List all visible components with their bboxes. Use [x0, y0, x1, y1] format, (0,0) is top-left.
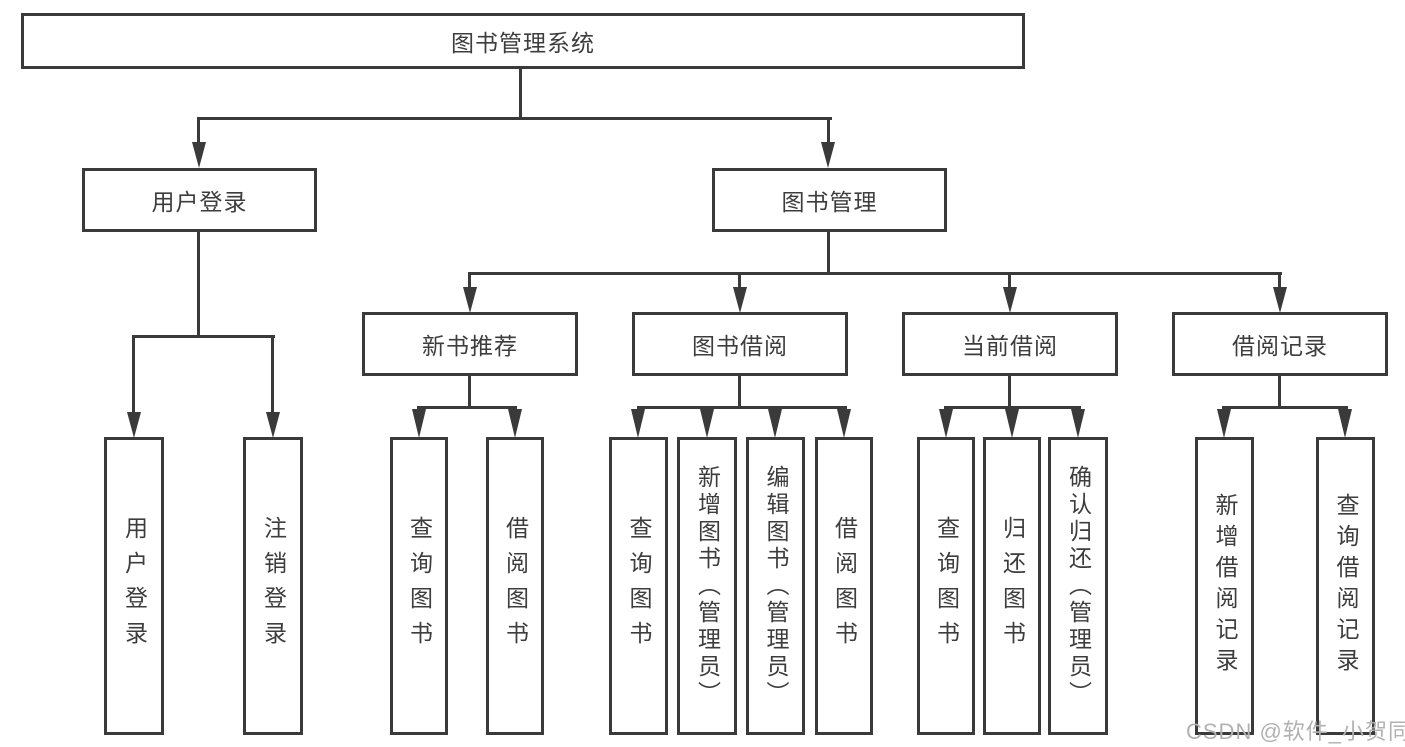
leaf-logout: 注销登录	[243, 437, 303, 735]
watermark: CSDN @软件_小贺同学	[1186, 719, 1405, 744]
leaf-query-books-recommend-label: 查询图书	[406, 516, 433, 656]
leaf-borrow-books: 借阅图书	[815, 437, 873, 735]
node-root: 图书管理系统	[21, 13, 1025, 69]
node-new-book-recommend: 新书推荐	[362, 312, 578, 376]
arrowhead-down-icon	[192, 142, 206, 168]
leaf-query-borrow-record-label: 查询借阅记录	[1333, 493, 1359, 679]
leaf-confirm-return-admin: 确认归还（管理员）	[1048, 437, 1108, 735]
connector-line	[1278, 272, 1281, 289]
arrowhead-down-icon	[1005, 409, 1019, 438]
leaf-borrow-books-label: 借阅图书	[831, 516, 858, 656]
node-current-borrowing: 当前借阅	[902, 312, 1118, 376]
leaf-user-login-label: 用户登录	[121, 516, 148, 656]
node-user-login: 用户登录	[82, 168, 317, 232]
connector-line	[827, 232, 830, 274]
connector-line	[1278, 376, 1281, 409]
node-book-borrowing-label: 图书借阅	[692, 333, 788, 359]
connector-line	[944, 406, 1081, 409]
arrowhead-down-icon	[1338, 409, 1352, 438]
connector-line	[1008, 272, 1011, 289]
leaf-logout-label: 注销登录	[260, 516, 287, 656]
node-current-borrowing-label: 当前借阅	[962, 333, 1058, 359]
leaf-return-books: 归还图书	[983, 437, 1041, 735]
connector-line	[271, 335, 274, 414]
node-book-management-label: 图书管理	[781, 189, 878, 215]
arrowhead-down-icon	[1003, 287, 1017, 313]
leaf-query-books-borrow-label: 查询图书	[626, 516, 652, 656]
leaf-query-books-recommend: 查询图书	[390, 437, 448, 735]
leaf-query-borrow-record: 查询借阅记录	[1316, 437, 1375, 735]
leaf-add-borrow-record: 新增借阅记录	[1195, 437, 1254, 735]
node-root-label: 图书管理系统	[451, 30, 595, 56]
arrowhead-down-icon	[939, 409, 953, 438]
arrowhead-down-icon	[412, 409, 426, 438]
leaf-add-books-admin-label: 新增图书（管理员）	[694, 464, 721, 708]
leaf-add-borrow-record-label: 新增借阅记录	[1212, 493, 1238, 679]
arrowhead-down-icon	[127, 412, 141, 438]
leaf-query-books-borrow: 查询图书	[609, 437, 668, 735]
connector-line	[197, 117, 832, 120]
arrowhead-down-icon	[1273, 287, 1287, 313]
connector-line	[738, 376, 741, 409]
node-user-login-label: 用户登录	[151, 189, 248, 215]
connector-line	[197, 232, 200, 338]
connector-line	[1222, 406, 1348, 409]
leaf-confirm-return-admin-label: 确认归还（管理员）	[1065, 464, 1092, 708]
arrowhead-down-icon	[733, 287, 747, 313]
node-book-borrowing: 图书借阅	[632, 312, 848, 376]
connector-line	[827, 117, 830, 145]
arrowhead-down-icon	[1217, 409, 1231, 438]
leaf-user-login: 用户登录	[104, 437, 164, 735]
connector-line	[468, 376, 471, 409]
leaf-borrow-books-recommend-label: 借阅图书	[502, 516, 529, 656]
connector-line	[417, 406, 517, 409]
connector-line	[1008, 376, 1011, 409]
arrowhead-down-icon	[631, 409, 645, 438]
arrowhead-down-icon	[1071, 409, 1085, 438]
arrowhead-down-icon	[768, 409, 782, 438]
connector-line	[738, 272, 741, 289]
arrowhead-down-icon	[508, 409, 522, 438]
node-borrowing-records: 借阅记录	[1172, 312, 1388, 376]
arrowhead-down-icon	[463, 287, 477, 313]
node-book-management: 图书管理	[712, 168, 947, 232]
leaf-return-books-label: 归还图书	[999, 516, 1026, 656]
leaf-add-books-admin: 新增图书（管理员）	[677, 437, 737, 735]
arrowhead-down-icon	[837, 409, 851, 438]
node-new-book-recommend-label: 新书推荐	[422, 333, 518, 359]
connector-line	[519, 68, 522, 120]
node-borrowing-records-label: 借阅记录	[1232, 333, 1328, 359]
leaf-query-books-current: 查询图书	[917, 437, 975, 735]
arrowhead-down-icon	[266, 412, 280, 438]
connector-line	[468, 272, 471, 289]
leaf-borrow-books-recommend: 借阅图书	[486, 437, 544, 735]
connector-line	[132, 335, 275, 338]
leaf-edit-books-admin-label: 编辑图书（管理员）	[763, 464, 789, 708]
connector-line	[637, 406, 847, 409]
arrowhead-down-icon	[700, 409, 714, 438]
leaf-edit-books-admin: 编辑图书（管理员）	[746, 437, 805, 735]
connector-line	[197, 117, 200, 145]
connector-line	[468, 272, 1282, 275]
arrowhead-down-icon	[821, 142, 835, 168]
connector-line	[132, 335, 135, 414]
leaf-query-books-current-label: 查询图书	[933, 516, 960, 656]
